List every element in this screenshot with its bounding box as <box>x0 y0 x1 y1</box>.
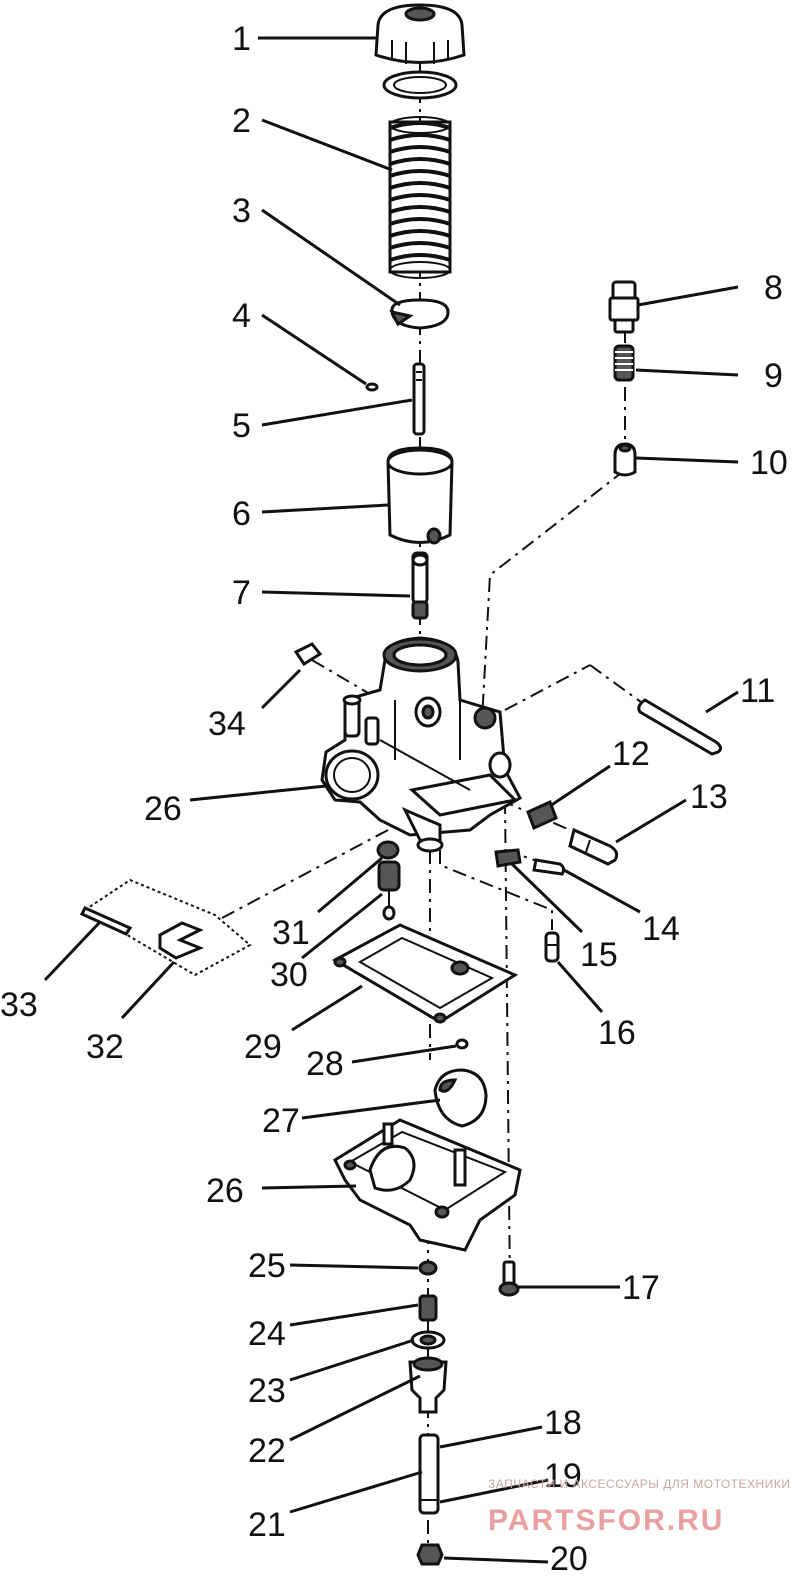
part-18-21-tube <box>418 1433 440 1515</box>
callout-26-body: 26 <box>144 790 182 828</box>
callout-30: 30 <box>270 956 308 994</box>
part-8-fitting <box>608 280 640 334</box>
watermark: ЗАПЧАСТИ И АКСЕССУАРЫ ДЛЯ МОТОТЕХНИКИ PA… <box>488 1477 790 1537</box>
part-32-33-float-arm <box>79 878 252 977</box>
watermark-brand: PARTSFOR.RU <box>488 1504 724 1537</box>
part-26-float-bowl <box>333 1118 522 1252</box>
callout-12: 12 <box>612 735 650 773</box>
callout-28: 28 <box>306 1045 344 1083</box>
part-13-screw <box>568 827 619 866</box>
callout-9: 9 <box>764 357 783 395</box>
part-4-clip <box>365 382 379 392</box>
callout-20: 20 <box>550 1540 588 1578</box>
callout-34: 34 <box>208 705 246 743</box>
callout-16: 16 <box>598 1014 636 1052</box>
part-34-plug <box>293 642 323 667</box>
part-10-plunger <box>613 442 637 477</box>
part-14-screw <box>532 858 566 876</box>
callout-7: 7 <box>232 574 251 612</box>
callout-3: 3 <box>232 192 251 230</box>
part-2-spring <box>388 116 452 279</box>
part-28-pin <box>455 1038 469 1050</box>
part-29-gasket <box>331 923 519 1024</box>
part-5-needle <box>412 362 426 436</box>
watermark-tagline: ЗАПЧАСТИ И АКСЕССУАРЫ ДЛЯ МОТОТЕХНИКИ <box>488 1477 790 1491</box>
part-11-pin <box>637 698 723 756</box>
part-31-seat <box>376 840 400 860</box>
callout-13: 13 <box>690 778 728 816</box>
part-20-plug <box>416 1543 444 1566</box>
callout-29: 29 <box>244 1028 282 1066</box>
callout-4: 4 <box>232 297 251 335</box>
callout-22: 22 <box>248 1432 286 1470</box>
leader-lines <box>43 36 739 1564</box>
callout-8: 8 <box>764 269 783 307</box>
callout-11: 11 <box>740 672 775 710</box>
callout-10: 10 <box>750 444 788 482</box>
callout-27: 27 <box>262 1102 300 1140</box>
part-30-float-needle <box>377 860 401 921</box>
callout-14: 14 <box>642 910 680 948</box>
part-6-throttle-slide <box>386 446 454 545</box>
part-carburetor-body <box>320 636 523 853</box>
part-17-screw <box>498 1260 520 1297</box>
callout-2: 2 <box>232 102 251 140</box>
part-25-o-ring <box>418 1260 438 1276</box>
part-15-spring <box>494 848 522 868</box>
callout-33: 33 <box>0 986 38 1024</box>
callout-15: 15 <box>580 936 618 974</box>
callout-25: 25 <box>248 1247 286 1285</box>
callout-32: 32 <box>86 1028 124 1066</box>
callout-labels: 1 2 3 4 5 6 7 8 9 10 11 12 13 14 15 16 1… <box>0 20 788 1578</box>
part-cap-gasket <box>382 70 458 100</box>
callout-19: 19 <box>544 1457 582 1495</box>
part-1-cap <box>374 3 466 64</box>
callout-1: 1 <box>232 20 251 58</box>
part-3-plate <box>389 298 450 330</box>
callout-26-bowl: 26 <box>206 1172 244 1210</box>
part-7-needle-jet <box>411 551 429 620</box>
callout-23: 23 <box>248 1372 286 1410</box>
callout-31: 31 <box>272 914 310 952</box>
callout-24: 24 <box>248 1315 286 1353</box>
part-23-washer <box>410 1330 446 1350</box>
part-27-float <box>433 1068 488 1128</box>
part-9-small-spring <box>613 344 635 382</box>
callout-18: 18 <box>544 1404 582 1442</box>
callout-21: 21 <box>248 1506 286 1544</box>
part-16-jet <box>544 931 560 963</box>
part-24-jet <box>418 1294 438 1322</box>
callout-6: 6 <box>232 495 251 533</box>
callout-17: 17 <box>622 1269 660 1307</box>
callout-5: 5 <box>232 407 251 445</box>
part-22-jet-holder <box>408 1356 448 1414</box>
part-12-spring <box>526 799 558 831</box>
